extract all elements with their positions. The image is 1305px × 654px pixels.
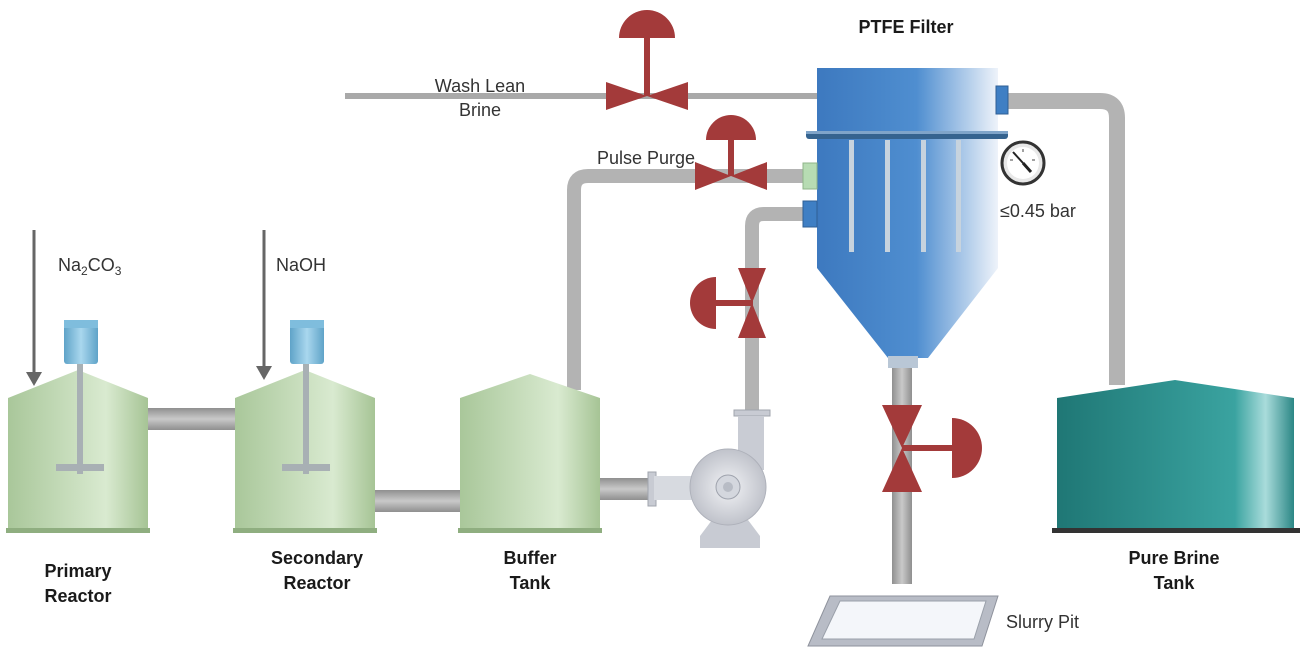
buffer-tank-label-2: Tank (510, 573, 552, 593)
secondary-reactor-label: Secondary (271, 548, 363, 568)
wash-brine-label: Wash Lean (435, 76, 525, 96)
slurry-pit (807, 595, 999, 647)
buffer-tank (458, 374, 602, 533)
agitator-shaft (77, 364, 83, 474)
buffer-pump-pipe (598, 478, 656, 500)
filter-outlet-nozzle (888, 356, 918, 368)
slurry-pit-label: Slurry Pit (1006, 612, 1079, 632)
pulse-purge-valve-icon (695, 115, 767, 190)
filtrate-pipe (1008, 93, 1125, 385)
pure-brine-tank-label: Pure Brine (1128, 548, 1219, 568)
wash-brine-pipe (345, 93, 817, 99)
wash-brine-label-2: Brine (459, 100, 501, 120)
pure-brine-tank (1052, 380, 1300, 533)
wash-brine-valve-icon (606, 10, 688, 110)
pulse-purge-pipe (567, 169, 808, 390)
pressure-gauge-icon (1000, 140, 1046, 186)
agitator-impeller (56, 464, 104, 471)
secondary-reactor-label-2: Reactor (283, 573, 350, 593)
diagram-title: PTFE Filter (858, 17, 953, 37)
reactor-link-pipe (146, 408, 236, 430)
slurry-valve-icon (882, 405, 982, 492)
agitator-impeller (282, 464, 330, 471)
centrifugal-pump (654, 416, 767, 548)
pump-base (700, 520, 760, 548)
primary-reactor-label-2: Reactor (44, 586, 111, 606)
pump-outlet-flange (733, 409, 771, 417)
secondary-reactor (233, 230, 377, 533)
agitator-motor (64, 320, 98, 364)
agitator-shaft (303, 364, 309, 474)
feed-line-valve-icon (690, 268, 766, 338)
naoh-label: NaOH (276, 255, 326, 275)
buffer-tank-label: Buffer (504, 548, 557, 568)
primary-reactor-label: Primary (44, 561, 111, 581)
gauge-reading: ≤0.45 bar (1000, 201, 1076, 221)
ptfe-filter (802, 68, 1009, 368)
na2co3-label: Na2CO3 (58, 255, 122, 278)
feed-nozzle (802, 200, 818, 228)
pulse-purge-label: Pulse Purge (597, 148, 695, 168)
agitator-motor (290, 320, 324, 364)
filter-feed-pipe (745, 207, 808, 412)
purge-nozzle (802, 162, 818, 190)
secondary-buffer-pipe (372, 490, 462, 512)
filter-elements (849, 140, 961, 252)
primary-reactor (6, 230, 150, 533)
pure-brine-tank-label-2: Tank (1154, 573, 1196, 593)
filtrate-nozzle (995, 85, 1009, 115)
